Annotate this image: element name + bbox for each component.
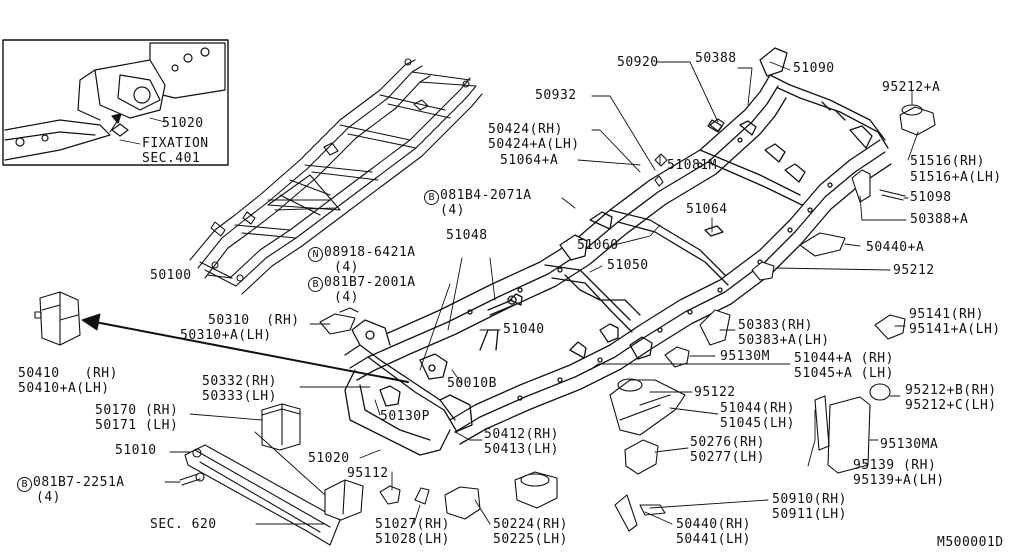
label-50911: 50911(LH) [772, 507, 847, 522]
label-50276: 50276(RH) [690, 435, 765, 450]
label-51064a: 51064+A [500, 153, 559, 168]
label-95112: 95112 [347, 466, 389, 481]
label-50440a: 50440+A [866, 240, 925, 255]
label-50424a: 50424+A(LH) [488, 137, 580, 152]
label-51060: 51060 [577, 238, 619, 253]
label-50410: 50410 (RH) [18, 366, 118, 381]
label-50424: 50424(RH) [488, 122, 563, 137]
label-95212b: 95212+B(RH) [905, 383, 997, 398]
label-95141: 95141(RH) [909, 307, 984, 322]
inset-label-sec401: SEC.401 [142, 151, 201, 166]
label-50388a: 50388+A [910, 212, 969, 227]
label-50277: 50277(LH) [690, 450, 765, 465]
label-51044: 51044(RH) [720, 401, 795, 416]
bolt-081b7-2001-code: 081B7-2001A [324, 275, 416, 290]
label-95212: 95212 [893, 263, 935, 278]
label-bolt-081b7-2251-qty: (4) [36, 490, 61, 505]
label-51098: 51098 [910, 190, 952, 205]
label-51027: 51027(RH) [375, 517, 450, 532]
nut-circle-icon: N [308, 247, 323, 262]
label-51010: 51010 [115, 443, 157, 458]
label-50310a: 50310+A(LH) [180, 328, 272, 343]
label-50170: 50170 (RH) [95, 403, 179, 418]
label-50171: 50171 (LH) [95, 418, 179, 433]
frame-assembly-50100 [189, 58, 483, 295]
label-95139a: 95139+A(LH) [853, 473, 945, 488]
label-51081m: 51081M [667, 158, 717, 173]
label-50010b: 50010B [447, 376, 497, 391]
label-bolt-081b4-qty: (4) [440, 203, 465, 218]
label-50310: 50310 (RH) [208, 313, 300, 328]
label-50932: 50932 [535, 88, 577, 103]
bolt-circle-icon: B [17, 477, 32, 492]
label-50910: 50910(RH) [772, 492, 847, 507]
label-51045: 51045(LH) [720, 416, 795, 431]
inset-label-51020: 51020 [162, 116, 204, 131]
inset-box [2, 39, 229, 166]
label-95141a: 95141+A(LH) [909, 322, 1001, 337]
label-50383: 50383(RH) [738, 318, 813, 333]
label-bolt-081b7-2001-qty: (4) [334, 290, 359, 305]
label-95139: 95139 (RH) [853, 458, 937, 473]
label-51090: 51090 [793, 61, 835, 76]
leader-lines [164, 61, 919, 525]
bolt-081b4-code: 081B4-2071A [440, 188, 532, 203]
label-95212a: 95212+A [882, 80, 941, 95]
label-51028: 51028(LH) [375, 532, 450, 547]
label-50441: 50441(LH) [676, 532, 751, 547]
label-51050: 51050 [607, 258, 649, 273]
label-50413: 50413(LH) [484, 442, 559, 457]
nut-08918-code: 08918-6421A [324, 245, 416, 260]
label-50388: 50388 [695, 51, 737, 66]
label-51064: 51064 [686, 202, 728, 217]
label-95212c: 95212+C(LH) [905, 398, 997, 413]
direction-arrow [81, 313, 409, 383]
diagram-code: M500001D [937, 535, 1004, 550]
label-50383a: 50383+A(LH) [738, 333, 830, 348]
label-50130p: 50130P [380, 409, 430, 424]
label-50224: 50224(RH) [493, 517, 568, 532]
inset-label-fixation: FIXATION [142, 136, 209, 151]
label-50410a: 50410+A(LH) [18, 381, 110, 396]
label-51044a: 51044+A (RH) [794, 351, 894, 366]
label-sec620: SEC. 620 [150, 517, 217, 532]
label-95130m: 95130M [720, 349, 770, 364]
label-50332: 50332(RH) [202, 374, 277, 389]
label-50412: 50412(RH) [484, 427, 559, 442]
label-95130ma: 95130MA [880, 437, 939, 452]
label-50920: 50920 [617, 55, 659, 70]
label-51516a: 51516+A(LH) [910, 170, 1002, 185]
main-frame [344, 47, 892, 456]
label-50100: 50100 [150, 268, 192, 283]
label-51020: 51020 [308, 451, 350, 466]
label-50440: 50440(RH) [676, 517, 751, 532]
label-50225: 50225(LH) [493, 532, 568, 547]
label-51040: 51040 [503, 322, 545, 337]
bolt-081b7-2251-code: 081B7-2251A [33, 475, 125, 490]
bolt-circle-icon: B [308, 277, 323, 292]
label-51516: 51516(RH) [910, 154, 985, 169]
label-95122: 95122 [694, 385, 736, 400]
label-nut-qty: (4) [334, 260, 359, 275]
label-51048: 51048 [446, 228, 488, 243]
bolt-circle-icon: B [424, 190, 439, 205]
label-50333: 50333(LH) [202, 389, 277, 404]
label-51045a: 51045+A (LH) [794, 366, 894, 381]
loose-parts [34, 104, 936, 546]
